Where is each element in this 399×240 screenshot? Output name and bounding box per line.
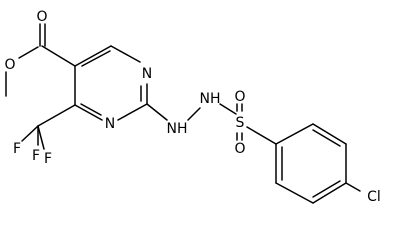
atom-nh-1: NH (167, 121, 188, 137)
atom-o-sulfonyl-bottom: O (234, 141, 245, 157)
bond-nh1-nh2 (187, 107, 201, 121)
atom-o-ester: O (4, 57, 15, 73)
atom-o-carbonyl: O (36, 9, 47, 25)
bond-cf3-f3 (37, 125, 45, 150)
bond-c6-n1 (110, 45, 141, 63)
bond-c2-n3 (117, 103, 148, 121)
atom-n-ring-bottom: N (105, 116, 115, 132)
bond-s-aryl (246, 126, 277, 145)
bond-ar-3 (312, 182, 347, 204)
atom-o-sulfonyl-top: O (234, 89, 245, 105)
bond-ar-2 (275, 182, 314, 204)
bond-c5-c6 (74, 45, 112, 67)
chemical-structure: O O N N NH NH S O O F F F Cl (4, 9, 380, 205)
bonds (5, 23, 361, 204)
atom-fluorine-3: F (44, 151, 52, 167)
bond-n3-c4-inner (80, 103, 102, 116)
bond-c2-nh1 (146, 103, 168, 121)
bond-ar-6 (275, 123, 314, 145)
bond-cf3-f1 (21, 125, 39, 142)
atom-chlorine: Cl (367, 189, 381, 205)
atom-sulfur: S (236, 115, 245, 131)
atom-n-ring-top: N (142, 66, 152, 82)
atom-nh-2: NH (200, 91, 221, 107)
bond-c5-c6-inner (81, 50, 111, 67)
bond-ar-5 (312, 123, 347, 145)
atom-fluorine-1: F (13, 141, 21, 157)
bond-ester-c-ring (41, 45, 76, 67)
bond-ar-5-inner (312, 129, 341, 147)
bond-o-ester-carbon (18, 46, 39, 59)
atom-labels: O O N N NH NH S O O F F F Cl (4, 9, 380, 205)
bond-nh2-s (219, 103, 237, 115)
bond-n3-c4 (74, 104, 103, 121)
bond-ar-cl (345, 182, 361, 192)
bond-ar-3-inner (312, 180, 341, 198)
bond-c4-cf3 (37, 104, 76, 127)
atom-fluorine-2: F (32, 148, 40, 164)
